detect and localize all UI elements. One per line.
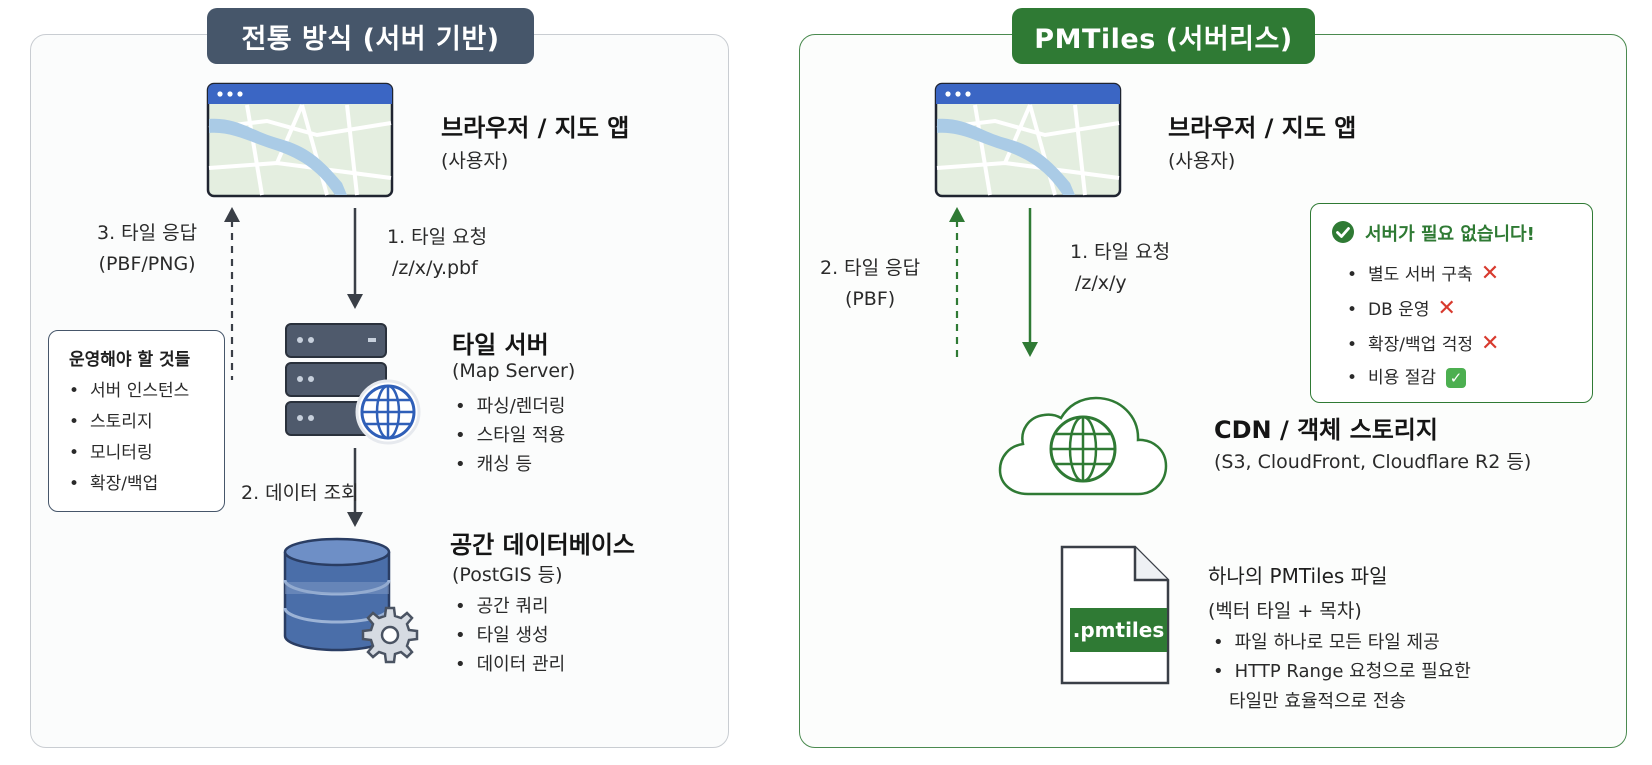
database-item: 공간 쿼리 — [455, 592, 565, 621]
file-subtitle: (벡터 타일 + 목차) — [1208, 600, 1362, 622]
no-server-item-text: DB 운영 — [1368, 300, 1430, 320]
file-list: 파일 하나로 모든 타일 제공 HTTP Range 요청으로 필요한 — [1213, 628, 1471, 686]
file-item-continuation: 타일만 효율적으로 전송 — [1229, 691, 1407, 712]
no-server-item-text: 비용 절감 — [1368, 368, 1436, 388]
no-server-item: DB 운영 ✕ — [1347, 291, 1499, 326]
cross-icon: ✕ — [1437, 296, 1456, 321]
left-browser-title: 브라우저 / 지도 앱 — [441, 114, 630, 142]
left-response-line2: (PBF/PNG) — [98, 253, 196, 275]
request-arrow — [1022, 208, 1038, 357]
no-server-item-text: 별도 서버 구축 — [1368, 265, 1473, 285]
right-request-line1: 1. 타일 요청 — [1070, 241, 1171, 263]
tile-server-item: 캐싱 등 — [455, 450, 566, 479]
operations-item: 서버 인스턴스 — [69, 376, 189, 407]
globe-icon — [355, 379, 421, 445]
pmtiles-title: PMTiles (서버리스) — [1012, 8, 1315, 64]
operations-item: 모니터링 — [69, 438, 189, 469]
tile-server-list: 파싱/렌더링 스타일 적용 캐싱 등 — [455, 392, 566, 479]
response-arrow — [224, 207, 240, 380]
right-request-line2: /z/x/y — [1075, 272, 1127, 294]
left-browser-subtitle: (사용자) — [441, 150, 509, 172]
right-browser-title: 브라우저 / 지도 앱 — [1168, 114, 1357, 142]
cross-icon: ✕ — [1480, 261, 1500, 286]
right-browser-subtitle: (사용자) — [1168, 150, 1236, 172]
tile-server-subtitle: (Map Server) — [452, 360, 576, 382]
right-response-label: 2. 타일 응답 (PBF) — [820, 253, 920, 315]
no-server-item-text: 확장/백업 걱정 — [1368, 335, 1474, 355]
database-subtitle: (PostGIS 등) — [452, 564, 563, 586]
database-item: 타일 생성 — [455, 621, 565, 650]
file-item: HTTP Range 요청으로 필요한 — [1213, 657, 1471, 686]
operations-title: 운영해야 할 것들 — [69, 350, 191, 370]
query-arrow — [347, 448, 363, 527]
operations-item: 확장/백업 — [69, 469, 189, 500]
no-server-box: 서버가 필요 없습니다! 별도 서버 구축 ✕ DB 운영 ✕ 확장/백업 걱정 ✕ … — [1310, 203, 1593, 403]
right-response-line1: 2. 타일 응답 — [820, 257, 921, 279]
left-request-label: 1. 타일 요청 /z/x/y.pbf — [387, 222, 487, 284]
no-server-item: 별도 서버 구축 ✕ — [1347, 256, 1499, 291]
tile-server-item: 파싱/렌더링 — [455, 392, 566, 421]
check-box-icon: ✓ — [1446, 368, 1466, 388]
browser-map-icon — [934, 82, 1122, 198]
query-label: 2. 데이터 조회 — [241, 482, 359, 504]
database-item: 데이터 관리 — [455, 650, 566, 679]
traditional-title: 전통 방식 (서버 기반) — [207, 8, 534, 64]
gear-icon — [361, 606, 419, 664]
file-title: 하나의 PMTiles 파일 — [1208, 564, 1388, 588]
database-list: 공간 쿼리 타일 생성 데이터 관리 — [455, 592, 566, 679]
operations-list: 서버 인스턴스 스토리지 모니터링 확장/백업 — [69, 376, 189, 500]
no-server-title: 서버가 필요 없습니다! — [1365, 224, 1535, 245]
left-request-line1: 1. 타일 요청 — [387, 226, 488, 248]
response-arrow — [949, 207, 965, 358]
right-response-line2: (PBF) — [844, 288, 896, 310]
pmtiles-file-badge: .pmtiles — [1070, 608, 1167, 652]
cdn-title: CDN / 객체 스토리지 — [1214, 416, 1438, 444]
cross-icon: ✕ — [1481, 331, 1500, 356]
request-arrow — [347, 208, 363, 309]
left-response-label: 3. 타일 응답 (PBF/PNG) — [97, 218, 197, 280]
left-request-line2: /z/x/y.pbf — [392, 257, 478, 279]
no-server-list: 별도 서버 구축 ✕ DB 운영 ✕ 확장/백업 걱정 ✕ 비용 절감 ✓ — [1347, 256, 1499, 396]
tile-server-title: 타일 서버 — [452, 331, 549, 359]
operations-item: 스토리지 — [69, 407, 189, 438]
browser-map-icon — [206, 82, 394, 198]
left-response-line1: 3. 타일 응답 — [97, 222, 198, 244]
check-circle-icon — [1332, 221, 1354, 243]
file-item: 파일 하나로 모든 타일 제공 — [1213, 628, 1471, 657]
right-request-label: 1. 타일 요청 /z/x/y — [1070, 237, 1170, 299]
cdn-subtitle: (S3, CloudFront, Cloudflare R2 등) — [1214, 451, 1532, 473]
database-title: 공간 데이터베이스 — [450, 531, 635, 559]
no-server-item: 비용 절감 ✓ — [1347, 361, 1499, 396]
cloud-globe-icon — [998, 396, 1168, 496]
no-server-item: 확장/백업 걱정 ✕ — [1347, 326, 1499, 361]
operations-box: 운영해야 할 것들 서버 인스턴스 스토리지 모니터링 확장/백업 — [48, 330, 225, 512]
tile-server-item: 스타일 적용 — [455, 421, 566, 450]
